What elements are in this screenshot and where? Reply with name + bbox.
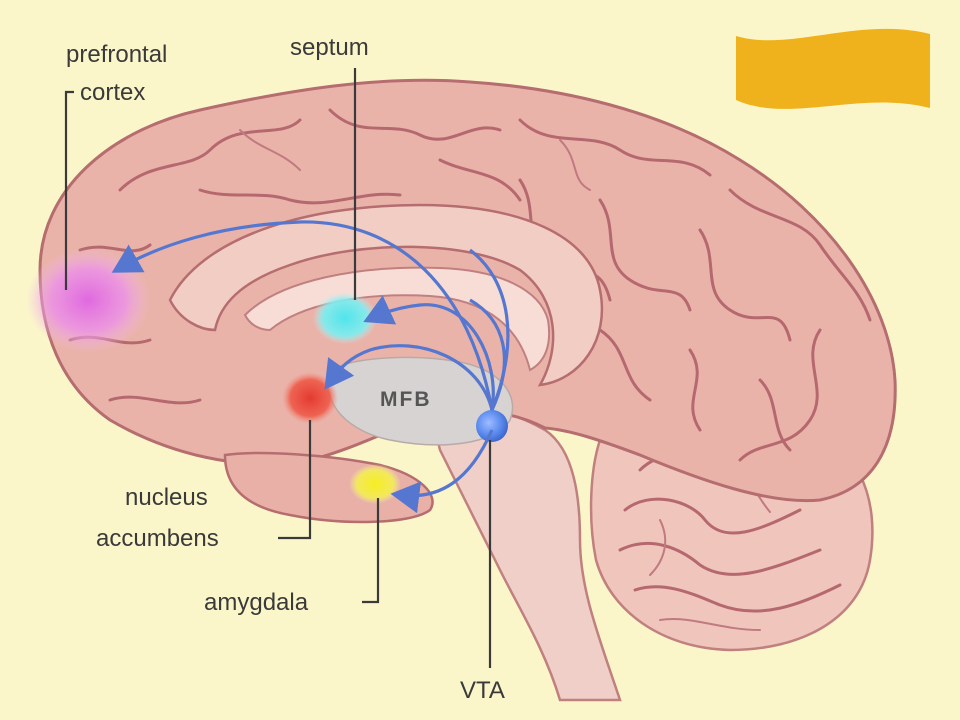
mfb-region	[327, 356, 514, 446]
cingulate-inner	[243, 266, 550, 372]
nucleus-accumbens-region	[282, 372, 338, 424]
label-prefrontal-line1: prefrontal	[66, 41, 167, 68]
leader-prefrontal	[64, 90, 74, 290]
pathway-arc-2	[469, 298, 506, 411]
amygdala-region	[349, 464, 401, 504]
vta-region	[476, 410, 508, 442]
pathway-to-accumbens	[324, 344, 494, 411]
label-nucleus-line2: accumbens	[96, 525, 219, 552]
brainstem	[428, 404, 622, 702]
corpus-callosum	[168, 203, 604, 387]
leader-nucleus	[278, 420, 312, 540]
prefrontal-cortex-region	[26, 248, 150, 352]
label-vta: VTA	[460, 677, 505, 704]
temporal-lobe	[223, 451, 434, 524]
label-prefrontal-line2: cortex	[80, 79, 145, 106]
label-amygdala: amygdala	[204, 589, 309, 616]
pathway-to-septum	[363, 295, 495, 411]
leader-amygdala	[362, 498, 380, 604]
flag-banner-icon	[736, 28, 930, 109]
label-nucleus-line1: nucleus	[125, 484, 208, 511]
cortex-gyri	[68, 108, 872, 462]
dopamine-pathways	[111, 220, 510, 514]
pathway-to-prefrontal	[111, 220, 494, 411]
septum-region	[313, 292, 377, 344]
label-mfb: MFB	[380, 388, 432, 411]
leader-lines	[64, 68, 492, 668]
pathway-to-amygdala	[390, 429, 494, 514]
label-septum: septum	[290, 34, 369, 61]
